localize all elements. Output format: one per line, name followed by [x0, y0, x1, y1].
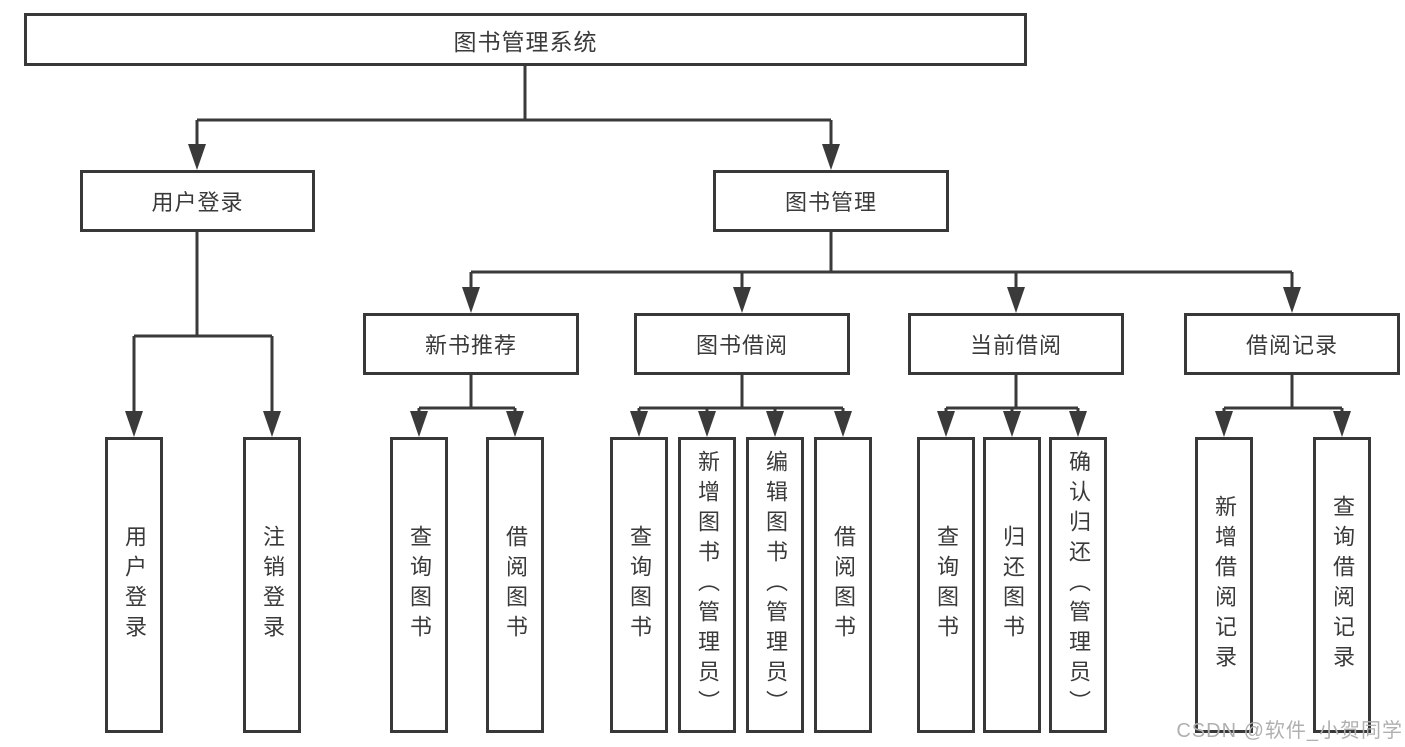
leaf-add-borrow-record: 新增借阅记录 — [1195, 437, 1253, 733]
leaf-confirm-return-admin-label: 确认归还（管理员） — [1066, 450, 1091, 720]
leaf-logout-login-label: 注销登录 — [260, 525, 285, 645]
leaf-borrow-book-recommend-label: 借阅图书 — [503, 525, 528, 645]
node-root-label: 图书管理系统 — [453, 28, 598, 55]
leaf-return-book: 归还图书 — [983, 437, 1041, 733]
node-current-borrow-label: 当前借阅 — [969, 333, 1062, 358]
node-book-management-label: 图书管理 — [784, 190, 877, 215]
leaf-return-book-label: 归还图书 — [1000, 525, 1025, 645]
leaf-query-book-recommend: 查询图书 — [390, 437, 448, 733]
leaf-edit-book-admin-label: 编辑图书（管理员） — [763, 450, 788, 720]
leaf-query-book-borrow-label: 查询图书 — [627, 525, 652, 645]
arrowheads — [125, 144, 1351, 437]
leaf-borrow-book-borrow: 借阅图书 — [814, 437, 872, 733]
leaf-query-book-current-label: 查询图书 — [934, 525, 959, 645]
leaf-logout-login: 注销登录 — [243, 437, 301, 733]
leaf-user-login-label: 用户登录 — [122, 525, 147, 645]
leaf-query-book-borrow: 查询图书 — [610, 437, 668, 733]
leaf-edit-book-admin: 编辑图书（管理员） — [746, 437, 804, 733]
leaf-query-book-recommend-label: 查询图书 — [407, 525, 432, 645]
leaf-user-login: 用户登录 — [105, 437, 163, 733]
node-user-login: 用户登录 — [80, 170, 315, 232]
leaf-add-borrow-record-label: 新增借阅记录 — [1212, 495, 1237, 675]
node-new-book-recommend: 新书推荐 — [363, 313, 579, 375]
leaf-query-book-current: 查询图书 — [917, 437, 975, 733]
node-borrow-records-label: 借阅记录 — [1245, 333, 1338, 358]
node-book-borrow-label: 图书借阅 — [695, 333, 788, 358]
node-book-borrow: 图书借阅 — [634, 313, 850, 375]
node-current-borrow: 当前借阅 — [908, 313, 1124, 375]
node-borrow-records: 借阅记录 — [1184, 313, 1400, 375]
node-new-book-recommend-label: 新书推荐 — [424, 333, 517, 358]
leaf-query-borrow-record-label: 查询借阅记录 — [1330, 495, 1355, 675]
leaf-borrow-book-borrow-label: 借阅图书 — [831, 525, 856, 645]
leaf-query-borrow-record: 查询借阅记录 — [1313, 437, 1371, 733]
leaf-confirm-return-admin: 确认归还（管理员） — [1049, 437, 1107, 733]
node-book-management: 图书管理 — [713, 170, 949, 232]
node-user-login-label: 用户登录 — [151, 190, 244, 215]
leaf-add-book-admin-label: 新增图书（管理员） — [695, 450, 720, 720]
node-root: 图书管理系统 — [24, 13, 1027, 66]
watermark: CSDN @软件_小贺同学 — [1176, 720, 1403, 742]
leaf-add-book-admin: 新增图书（管理员） — [678, 437, 736, 733]
leaf-borrow-book-recommend: 借阅图书 — [486, 437, 544, 733]
